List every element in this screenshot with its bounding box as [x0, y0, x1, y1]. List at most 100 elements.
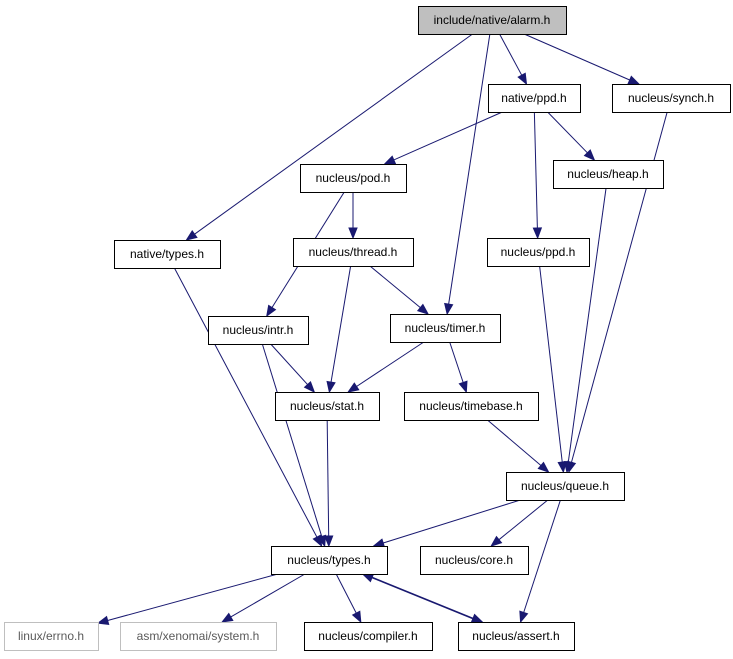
node-box — [4, 622, 99, 651]
edge-types-to-compiler — [335, 573, 357, 614]
node-native-ppd[interactable]: native/ppd.h — [488, 84, 581, 113]
edge-intr-to-stat — [270, 343, 308, 385]
arrowhead-pod-to-intr — [266, 304, 277, 318]
dependency-edges — [96, 33, 668, 625]
edge-native_ppd-to-nucleus_ppd — [533, 111, 538, 229]
arrowhead-alarm-to-native_types — [185, 230, 198, 241]
arrowhead-types-to-compiler — [351, 610, 362, 624]
arrowhead-native_ppd-to-nucleus_ppd — [532, 227, 543, 240]
edge-timebase-to-queue — [487, 419, 542, 466]
arrowhead-alarm-to-synch — [627, 75, 641, 85]
arrowhead-assert-to-types — [361, 573, 375, 583]
edge-thread-to-stat — [330, 265, 352, 383]
edge-queue-to-core — [498, 499, 549, 541]
edge-native_types-to-types — [173, 267, 318, 538]
node-label: nucleus/intr.h — [223, 323, 294, 337]
node-box — [271, 546, 388, 575]
node-pod[interactable]: nucleus/pod.h — [300, 164, 407, 193]
node-label: nucleus/stat.h — [290, 399, 364, 413]
node-box — [612, 84, 731, 113]
node-box — [304, 622, 433, 651]
node-box — [487, 238, 590, 267]
arrowhead-timebase-to-queue — [537, 461, 550, 473]
node-box — [458, 622, 575, 651]
node-label: nucleus/compiler.h — [318, 629, 417, 643]
node-errno: linux/errno.h — [4, 622, 99, 651]
node-label: native/ppd.h — [501, 91, 566, 105]
node-box — [488, 84, 581, 113]
arrowhead-thread-to-stat — [326, 380, 336, 394]
arrowhead-stat-to-types — [323, 535, 334, 548]
node-box — [275, 392, 380, 421]
node-box — [506, 472, 625, 501]
node-label: nucleus/assert.h — [472, 629, 559, 643]
arrowhead-thread-to-timer — [416, 303, 430, 315]
node-box — [420, 546, 529, 575]
node-assert[interactable]: nucleus/assert.h — [458, 622, 575, 651]
edge-types-to-system — [230, 573, 306, 618]
edge-alarm-to-native_ppd — [499, 33, 523, 76]
node-box — [120, 622, 277, 651]
node-label: nucleus/pod.h — [316, 171, 391, 185]
edge-nucleus_ppd-to-queue — [539, 265, 563, 463]
edge-native_ppd-to-heap — [547, 111, 588, 154]
arrowhead-alarm-to-native_ppd — [517, 72, 528, 86]
arrowhead-queue-to-types — [372, 538, 386, 548]
node-system: asm/xenomai/system.h — [120, 622, 277, 651]
node-box — [114, 240, 221, 269]
node-core[interactable]: nucleus/core.h — [420, 546, 529, 575]
arrowhead-heap-to-queue — [563, 460, 574, 474]
arrowhead-types-to-errno — [96, 615, 110, 625]
edge-intr-to-types — [261, 343, 323, 537]
edge-types-to-assert — [364, 573, 474, 619]
node-native-types[interactable]: native/types.h — [114, 240, 221, 269]
node-box — [553, 160, 664, 189]
arrowhead-queue-to-core — [490, 535, 503, 547]
node-synch[interactable]: nucleus/synch.h — [612, 84, 731, 113]
node-box — [404, 392, 539, 421]
node-intr[interactable]: nucleus/intr.h — [208, 316, 309, 345]
arrowhead-queue-to-assert — [519, 610, 529, 624]
node-label: nucleus/types.h — [287, 553, 370, 567]
node-stat[interactable]: nucleus/stat.h — [275, 392, 380, 421]
node-timebase[interactable]: nucleus/timebase.h — [404, 392, 539, 421]
node-label: nucleus/ppd.h — [501, 245, 576, 259]
arrowhead-native_ppd-to-pod — [383, 155, 397, 165]
arrowhead-pod-to-thread — [348, 227, 358, 240]
node-nucleus-ppd[interactable]: nucleus/ppd.h — [487, 238, 590, 267]
arrowhead-intr-to-stat — [303, 381, 316, 393]
node-queue[interactable]: nucleus/queue.h — [506, 472, 625, 501]
node-box — [418, 6, 567, 35]
node-thread[interactable]: nucleus/thread.h — [293, 238, 414, 267]
node-box — [300, 164, 407, 193]
node-heap[interactable]: nucleus/heap.h — [553, 160, 664, 189]
edge-types-to-errno — [107, 573, 278, 621]
node-timer[interactable]: nucleus/timer.h — [390, 314, 501, 343]
edge-native_ppd-to-pod — [393, 111, 503, 161]
arrowhead-intr-to-types — [317, 534, 327, 548]
arrowhead-alarm-to-timer — [444, 302, 454, 316]
node-label: native/types.h — [130, 247, 204, 261]
node-types[interactable]: nucleus/types.h — [271, 546, 388, 575]
node-label: include/native/alarm.h — [434, 13, 551, 27]
node-label: nucleus/heap.h — [567, 167, 648, 181]
node-compiler[interactable]: nucleus/compiler.h — [304, 622, 433, 651]
arrowhead-timer-to-stat — [347, 382, 360, 393]
edge-alarm-to-timer — [448, 33, 491, 305]
node-box — [390, 314, 501, 343]
header-nodes: include/native/alarm.h native/ppd.h nucleu… — [4, 6, 731, 651]
edge-alarm-to-synch — [523, 33, 630, 81]
edge-timer-to-timebase — [449, 341, 464, 383]
node-label: asm/xenomai/system.h — [137, 629, 260, 643]
edge-heap-to-queue — [567, 187, 607, 463]
edge-stat-to-types — [326, 419, 330, 537]
edge-assert-to-types — [371, 577, 481, 623]
node-label: nucleus/core.h — [435, 553, 513, 567]
edge-timer-to-stat — [356, 341, 425, 387]
arrowhead-types-to-assert — [470, 613, 484, 623]
arrowhead-nucleus_ppd-to-queue — [557, 461, 567, 474]
node-box — [293, 238, 414, 267]
arrowhead-types-to-system — [220, 612, 234, 623]
node-alarm[interactable]: include/native/alarm.h — [418, 6, 567, 35]
